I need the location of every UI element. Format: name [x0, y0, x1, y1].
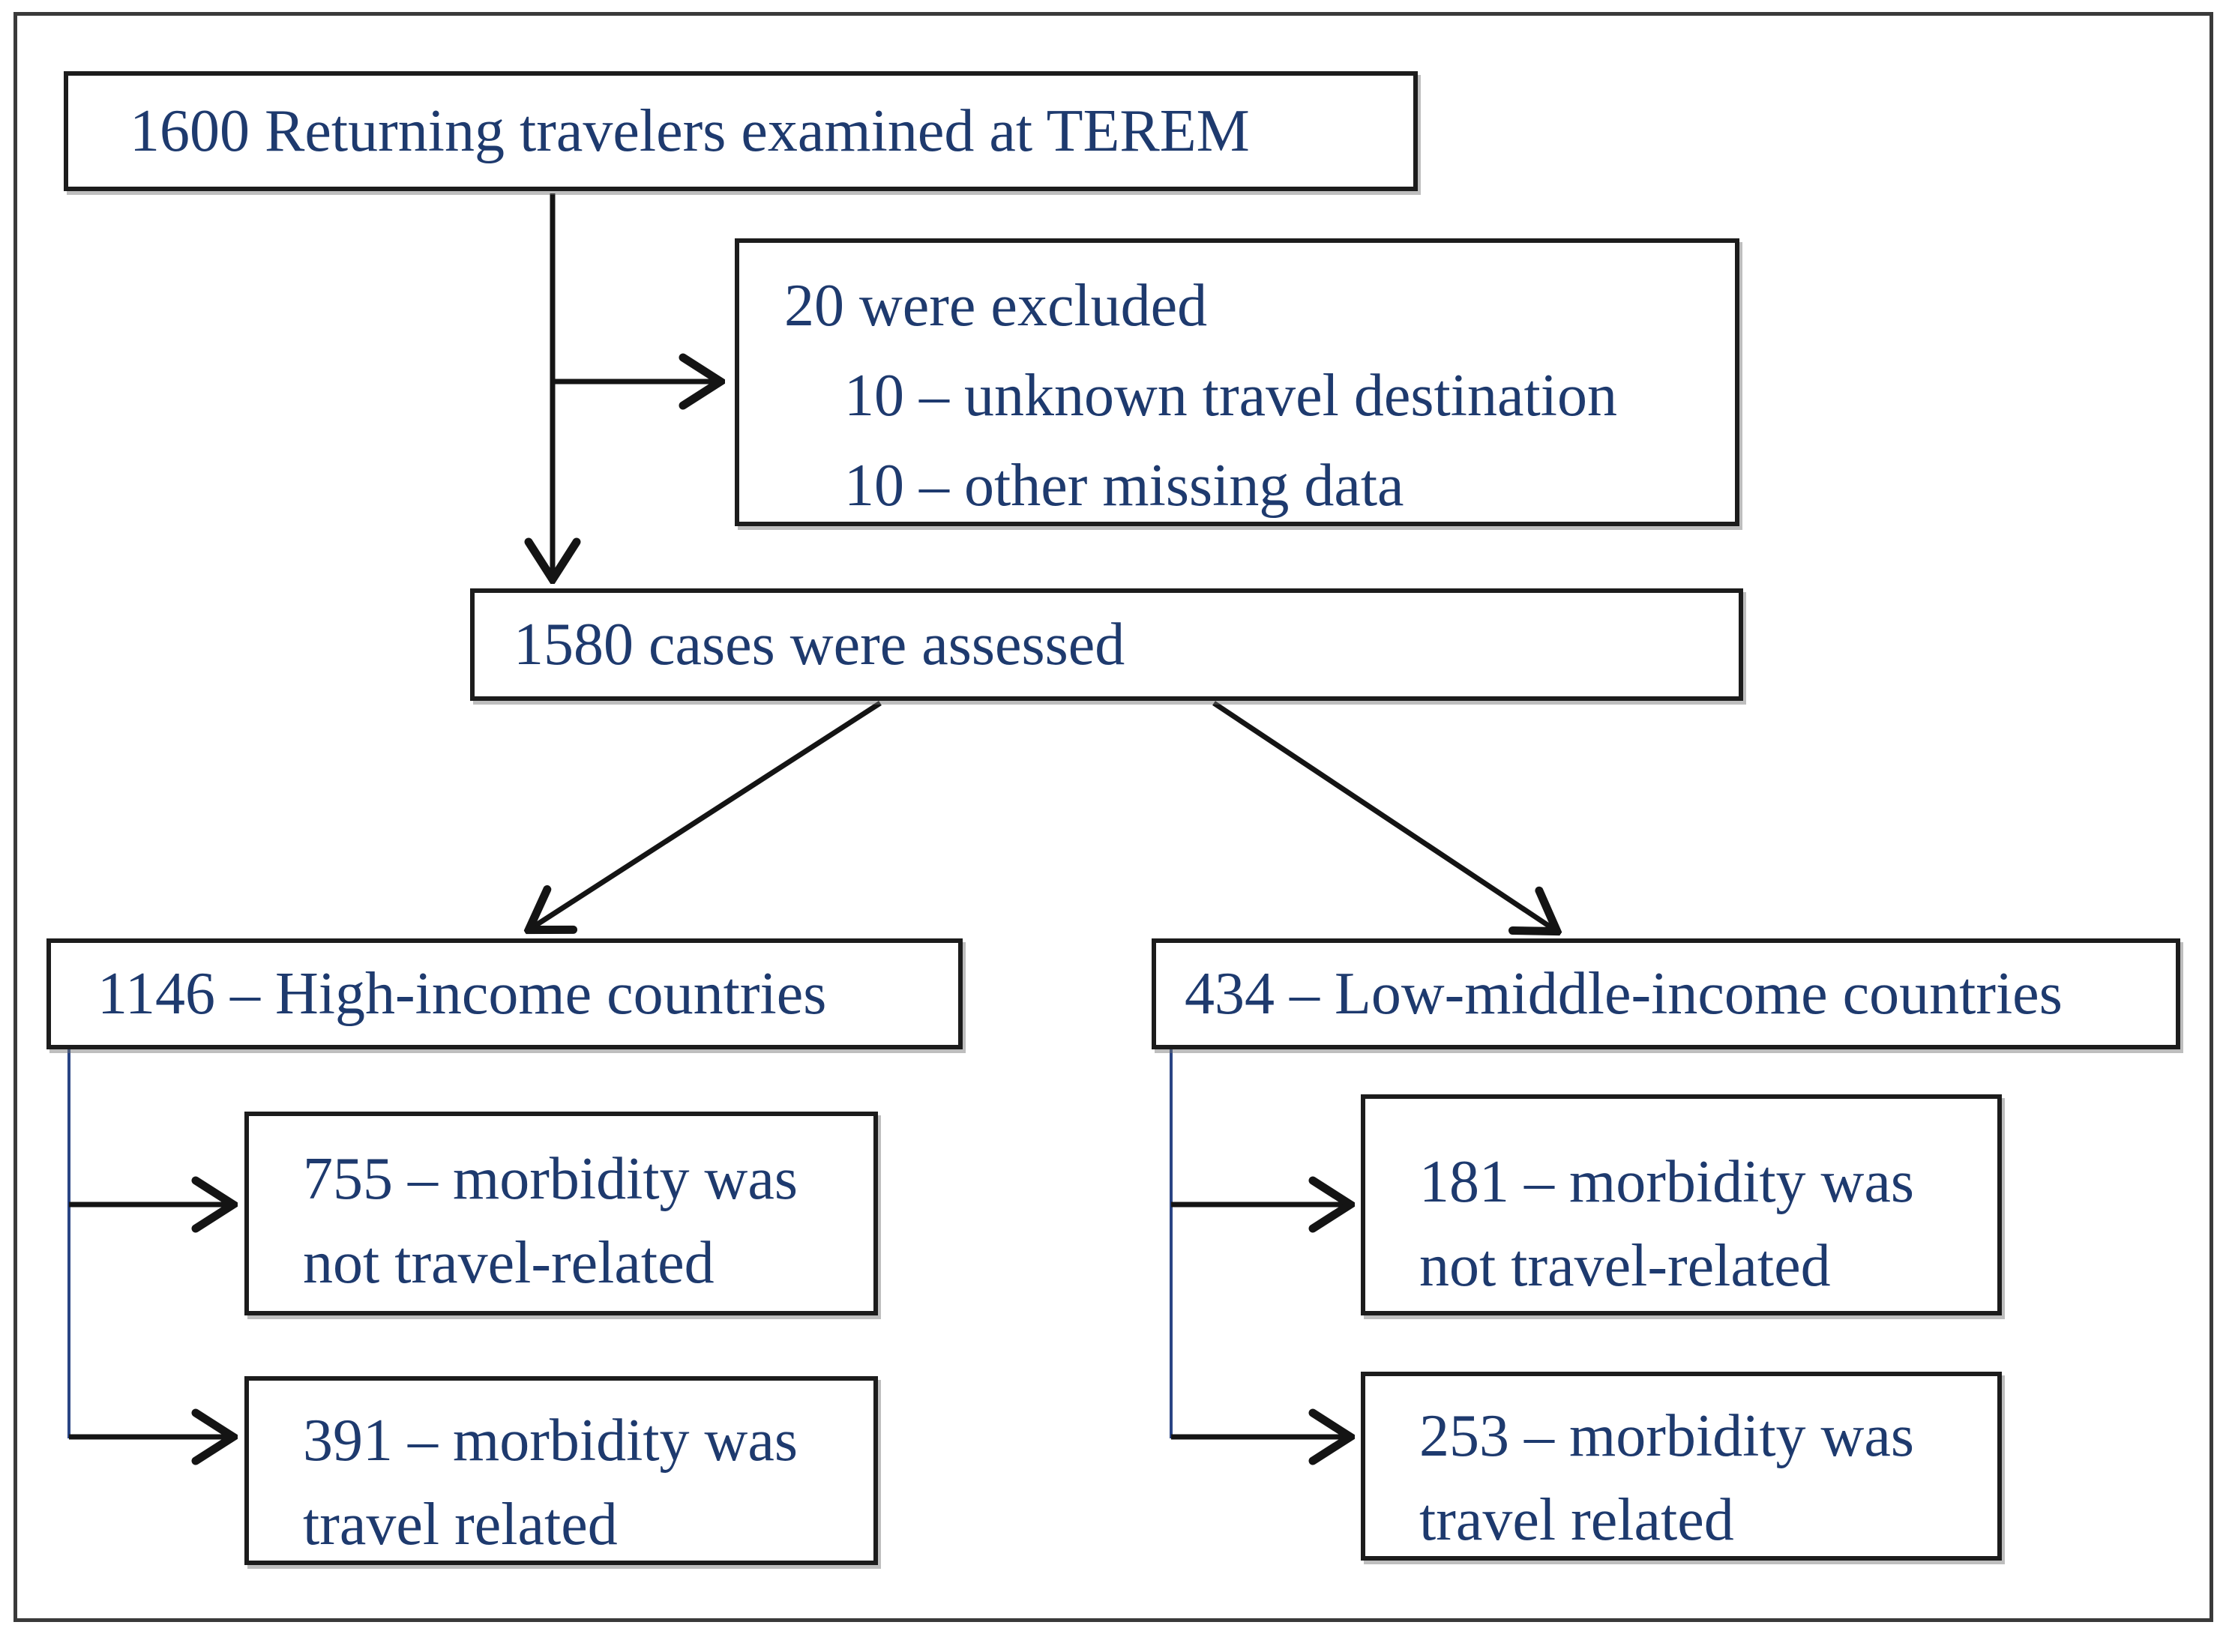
box-excluded: 20 were excluded 10 – unknown travel des…	[735, 238, 1739, 526]
box-cases-assessed: 1580 cases were assessed	[470, 588, 1743, 701]
box-hi-morbidity-travel-related-line1: 391 – morbidity was	[303, 1408, 798, 1474]
box-low-middle-income-countries-label: 434 – Low-middle-income countries	[1185, 961, 2063, 1027]
box-excluded-item-missing-data: 10 – other missing data	[844, 453, 1404, 519]
box-high-income-countries: 1146 – High-income countries	[46, 938, 963, 1049]
box-excluded-title: 20 were excluded	[784, 273, 1208, 339]
connector-assessed-to-high-income	[529, 701, 882, 929]
box-lmi-morbidity-travel-related-line2: travel related	[1419, 1487, 1734, 1553]
box-lmi-morbidity-travel-related: 253 – morbidity was travel related	[1361, 1372, 2002, 1561]
box-travelers-examined: 1600 Returning travelers examined at TER…	[64, 71, 1418, 191]
box-hi-morbidity-travel-related-line2: travel related	[303, 1492, 618, 1558]
box-lmi-morbidity-not-travel-related-line2: not travel-related	[1419, 1233, 1831, 1299]
box-lmi-morbidity-not-travel-related-line1: 181 – morbidity was	[1419, 1149, 1914, 1215]
box-travelers-examined-label: 1600 Returning travelers examined at TER…	[130, 98, 1250, 164]
box-excluded-item-unknown-destination: 10 – unknown travel destination	[844, 363, 1617, 429]
box-lmi-morbidity-travel-related-line1: 253 – morbidity was	[1419, 1403, 1914, 1469]
connector-assessed-to-low-middle-income	[1212, 701, 1556, 931]
box-hi-morbidity-not-travel-related: 755 – morbidity was not travel-related	[244, 1112, 878, 1315]
outer-frame	[13, 12, 2213, 1622]
box-lmi-morbidity-not-travel-related: 181 – morbidity was not travel-related	[1361, 1094, 2002, 1315]
box-hi-morbidity-not-travel-related-line2: not travel-related	[303, 1230, 715, 1296]
box-hi-morbidity-not-travel-related-line1: 755 – morbidity was	[303, 1146, 798, 1212]
box-low-middle-income-countries: 434 – Low-middle-income countries	[1152, 938, 2180, 1049]
box-cases-assessed-label: 1580 cases were assessed	[514, 612, 1125, 678]
box-hi-morbidity-travel-related: 391 – morbidity was travel related	[244, 1376, 878, 1565]
box-high-income-countries-label: 1146 – High-income countries	[97, 961, 827, 1027]
